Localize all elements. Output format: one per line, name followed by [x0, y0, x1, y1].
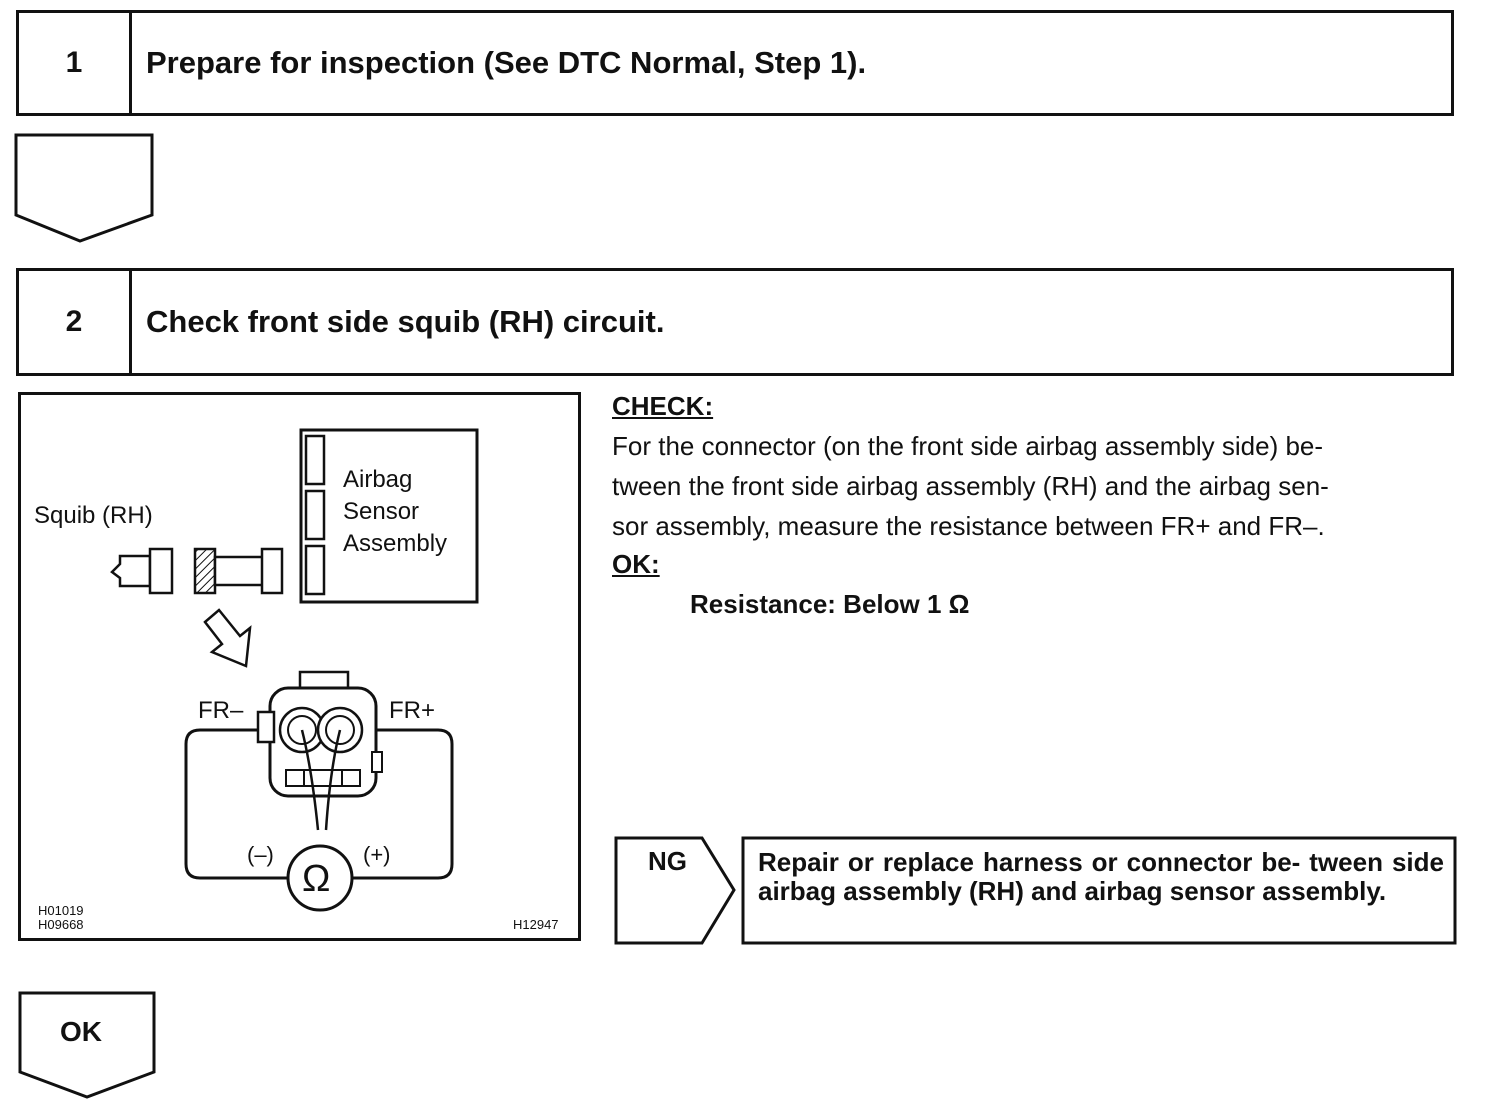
squib-label: Squib (RH): [34, 502, 153, 529]
ref-code-2: H09668: [38, 917, 84, 932]
sensor-label-line-1: Airbag: [343, 466, 413, 493]
fr-plus-label: FR+: [389, 697, 436, 724]
ok-heading: OK:: [612, 549, 660, 579]
resistance-spec: Resistance: Below 1 Ω: [690, 589, 970, 619]
illustration-frame: [18, 392, 581, 941]
meter-positive-label: (+): [363, 842, 391, 867]
ng-action-text: Repair or replace harness or connector b…: [758, 847, 1444, 906]
check-line-3: sor assembly, measure the resistance bet…: [612, 511, 1325, 541]
meter-negative-label: (–): [247, 842, 274, 867]
figure-code: H12947: [513, 917, 559, 932]
step-2-box: 2 Check front side squib (RH) circuit.: [16, 268, 1454, 376]
step-1-box: 1 Prepare for inspection (See DTC Normal…: [16, 10, 1454, 116]
ok-label: OK: [60, 1016, 102, 1047]
check-line-1: For the connector (on the front side air…: [612, 431, 1324, 461]
ref-code-1: H01019: [38, 903, 84, 918]
step-2-title: Check front side squib (RH) circuit.: [146, 304, 665, 339]
sensor-label-line-3: Assembly: [343, 530, 448, 557]
fr-minus-label: FR–: [198, 697, 244, 724]
check-heading: CHECK:: [612, 391, 714, 421]
sensor-label-line-2: Sensor: [343, 498, 420, 525]
step-2-number: 2: [19, 271, 132, 373]
check-line-2: tween the front side airbag assembly (RH…: [612, 471, 1329, 501]
ng-label: NG: [648, 846, 687, 876]
ohm-icon: Ω: [302, 858, 331, 900]
step-1-title: Prepare for inspection (See DTC Normal, …: [146, 45, 867, 80]
step-1-number: 1: [19, 13, 132, 113]
